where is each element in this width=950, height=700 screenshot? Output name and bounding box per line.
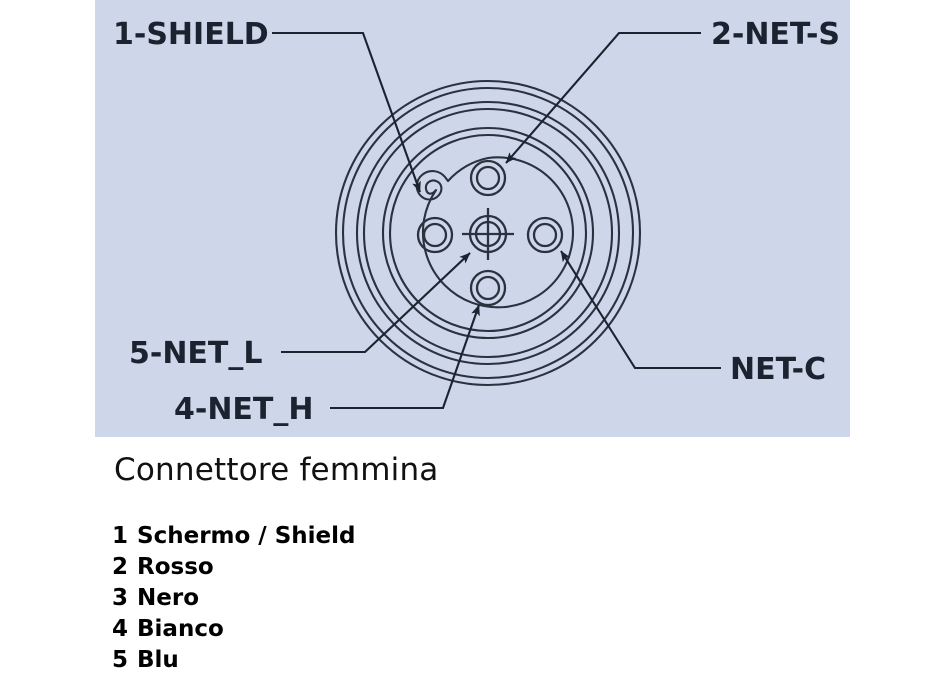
legend-pin-number: 5 <box>112 647 129 673</box>
legend-pin-label: Schermo / Shield <box>137 523 356 549</box>
legend-pin-number: 3 <box>112 585 129 611</box>
legend-pin-number: 1 <box>112 523 129 549</box>
legend-pin-label: Rosso <box>137 554 214 580</box>
legend-row: 1 Schermo / Shield <box>112 521 612 552</box>
connector-diagram-panel: 1-SHIELD 2-NET-S 5-NET_L 4-NET_H NET-C <box>95 0 850 437</box>
mid-shell-ring-inner <box>362 107 614 359</box>
insert-rim-ring-outer <box>381 126 595 340</box>
leader-line-net-s <box>505 31 701 164</box>
mid-shell-ring-outer <box>355 100 621 366</box>
leader-line-shield <box>272 31 421 193</box>
legend-row: 4 Bianco <box>112 614 612 645</box>
leader-line-net-l <box>281 252 471 354</box>
legend-row: 5 Blu <box>112 645 612 676</box>
pin-hole-3-inner <box>532 222 558 248</box>
center-pin-crosshair <box>462 208 514 260</box>
insert-rim-ring-inner <box>388 133 588 333</box>
outer-shell-ring-outer <box>334 79 642 387</box>
legend-pin-number: 4 <box>112 616 129 642</box>
pin-hole-2-inner <box>475 165 501 191</box>
pin-hole-4-outer <box>469 269 507 307</box>
insert-face-keyway <box>415 156 575 309</box>
diagram-caption: Connettore femmina <box>114 452 439 488</box>
label-net-c: NET-C <box>730 352 826 387</box>
label-net-l: 5-NET_L <box>129 336 263 371</box>
outer-shell-ring-inner <box>341 86 635 380</box>
leader-lines <box>272 31 721 410</box>
pin-hole-2-outer <box>469 159 507 197</box>
label-shield: 1-SHIELD <box>113 17 269 52</box>
legend-row: 3 Nero <box>112 583 612 614</box>
pin-hole-1-inner <box>422 222 448 248</box>
legend-pin-label: Bianco <box>137 616 224 642</box>
legend-pin-number: 2 <box>112 554 129 580</box>
legend-row: 2 Rosso <box>112 552 612 583</box>
pin-hole-1-outer <box>416 216 454 254</box>
pin-legend-list: 1 Schermo / Shield 2 Rosso 3 Nero 4 Bian… <box>112 521 612 676</box>
label-net-h: 4-NET_H <box>174 392 314 427</box>
connector-diagram: 1-SHIELD 2-NET-S 5-NET_L 4-NET_H NET-C <box>113 17 840 427</box>
legend-pin-label: Blu <box>137 647 179 673</box>
leader-line-net-h <box>330 304 480 410</box>
leader-line-net-c <box>560 250 721 370</box>
label-net-s: 2-NET-S <box>711 17 840 52</box>
pin-holes <box>416 159 564 307</box>
pin-hole-3-outer <box>526 216 564 254</box>
pin-hole-4-inner <box>475 275 501 301</box>
connector-body <box>334 79 642 387</box>
legend-pin-label: Nero <box>137 585 200 611</box>
